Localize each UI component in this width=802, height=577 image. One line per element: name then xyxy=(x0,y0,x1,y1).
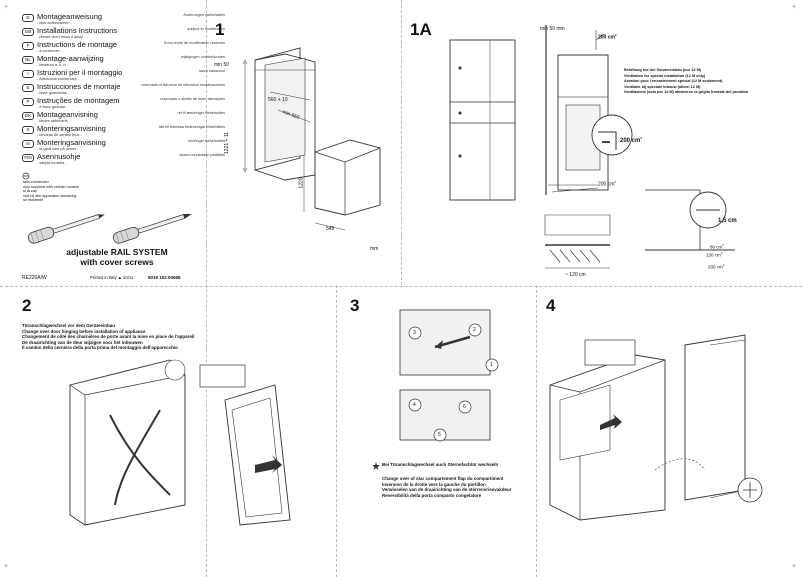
callout-5: 5 xyxy=(438,432,441,438)
step-number: 3 xyxy=(350,296,360,315)
floor-vent-diagram xyxy=(544,214,611,269)
area-80-label: 80 cm2 xyxy=(710,243,724,250)
gap-label: 1,5 cm xyxy=(718,218,737,224)
kitchen-cabinet-diagram xyxy=(449,39,516,201)
row-divider xyxy=(0,286,802,287)
niche-dimension-diagram xyxy=(242,47,381,231)
screwdriver-icon xyxy=(112,213,192,244)
area-200-label: 200 cm2 xyxy=(708,263,725,270)
area-130-label: 130 cm2 xyxy=(706,251,723,258)
step-number: 1 xyxy=(215,20,225,39)
step-number: 1A xyxy=(410,20,432,39)
column-divider xyxy=(536,285,537,577)
callout-4: 4 xyxy=(413,402,416,408)
step3-text-lines: Change over of star compartement flap du… xyxy=(382,476,512,498)
door-reversal-diagram xyxy=(69,359,291,526)
ventilation-detail-circle xyxy=(591,114,633,156)
document-code: 5019 102 00668 xyxy=(148,275,181,280)
registration-mark: + xyxy=(792,563,797,570)
screwdriver-icon xyxy=(27,214,105,244)
bottom-vent-area: 200 cm2 xyxy=(598,180,617,188)
width-label: 560 + 10 xyxy=(268,97,288,103)
note-marker-icon xyxy=(22,172,30,180)
column-divider xyxy=(401,0,402,285)
top-vent-area: 200 cm2 xyxy=(598,33,617,41)
step-number: 2 xyxy=(22,296,32,315)
callout-6: 6 xyxy=(463,404,466,410)
callout-1: 1 xyxy=(490,362,493,368)
callout-2: 2 xyxy=(473,327,476,333)
registration-mark: + xyxy=(4,4,9,11)
star-compartment-icon xyxy=(372,462,380,470)
step-number: 4 xyxy=(546,296,556,315)
model-code: RE220A/W xyxy=(22,275,47,281)
appliance-width-label: 545 xyxy=(326,226,335,232)
distance-label: ~ 120 cm xyxy=(565,272,586,278)
column-divider xyxy=(336,285,337,577)
min50-label: min 50 mm xyxy=(540,26,565,32)
registration-mark: + xyxy=(4,563,9,570)
step3-text: Bei Türanschlagwechsel auch Sternefachtü… xyxy=(382,462,499,467)
callout-3: 3 xyxy=(413,330,416,336)
height-label: 1221 + 11 xyxy=(224,131,231,155)
registration-mark: + xyxy=(792,4,797,11)
side-vent-area: 200 cm2 xyxy=(620,136,643,144)
min50-label: min 50 xyxy=(214,62,230,68)
unit-label: mm xyxy=(370,246,379,252)
plinth-vent-diagram xyxy=(645,189,735,251)
printed-in: Printed in Italy ▲ 10/11 xyxy=(90,275,134,280)
appliance-height-label: 1220 xyxy=(298,177,305,189)
installation-diagram xyxy=(549,334,763,521)
ventilation-note: Belüftung nur bei Sondereinbau (nur 12 M… xyxy=(624,68,749,94)
column-divider xyxy=(206,0,207,577)
freezer-flap-diagram xyxy=(399,309,499,442)
